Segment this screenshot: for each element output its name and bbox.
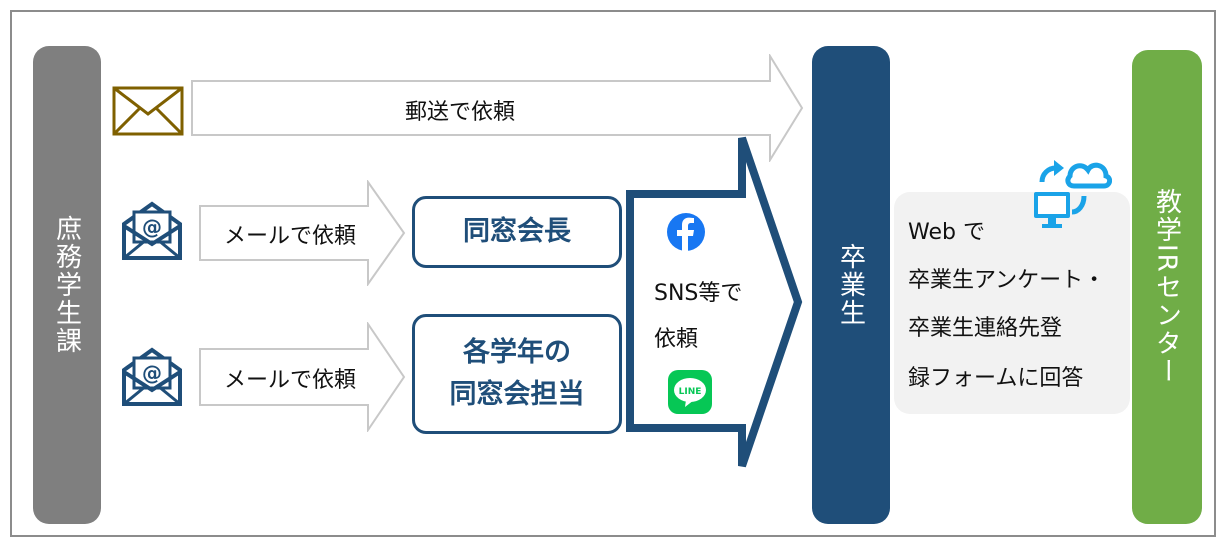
grade-reps-box: 各学年の 同窓会担当 [412,314,622,434]
bar-alumni-label: 卒業生 [835,243,866,327]
mail-arrow-2 [199,322,406,432]
sns-arrow [626,136,803,468]
sns-label-line2: 依頼 [654,327,699,352]
reply-line-1: Web で [908,220,985,245]
email-open-icon: @ [122,347,182,406]
grade-reps-line2: 同窓会担当 [449,379,585,410]
post-arrow [191,54,804,162]
envelope-icon [112,86,184,136]
reply-line-3: 卒業生連絡先登 [908,316,1063,341]
alumni-chair-box: 同窓会長 [412,196,622,268]
web-reply-panel [894,192,1130,414]
svg-text:@: @ [142,361,162,385]
grade-reps-line1: 各学年の [463,337,571,369]
bar-ir-center: 教学IRセンター [1132,50,1202,524]
bar-general-affairs: 庶務学生課 [33,46,101,524]
line-logo-text: LINE [679,387,702,397]
mail-arrow-1 [199,180,406,286]
post-arrow-label: 郵送で依頼 [404,100,515,125]
sns-label-line1: SNS等で [654,281,743,306]
reply-line-4: 録フォームに回答 [908,366,1084,391]
bar-general-affairs-label: 庶務学生課 [51,215,82,355]
reply-line-2: 卒業生アンケート・ [908,268,1106,293]
mail-arrow-2-label: メールで依頼 [223,368,356,393]
bar-ir-center-label: 教学IRセンター [1151,188,1182,386]
svg-text:@: @ [142,215,162,239]
email-open-icon: @ [122,201,182,260]
mail-arrow-1-label: メールで依頼 [223,224,356,249]
bar-alumni: 卒業生 [812,46,890,524]
line-icon: LINE [668,370,712,414]
facebook-icon [667,213,705,252]
cloud-sync-icon [1034,160,1112,228]
alumni-chair-label: 同窓会長 [463,216,571,248]
